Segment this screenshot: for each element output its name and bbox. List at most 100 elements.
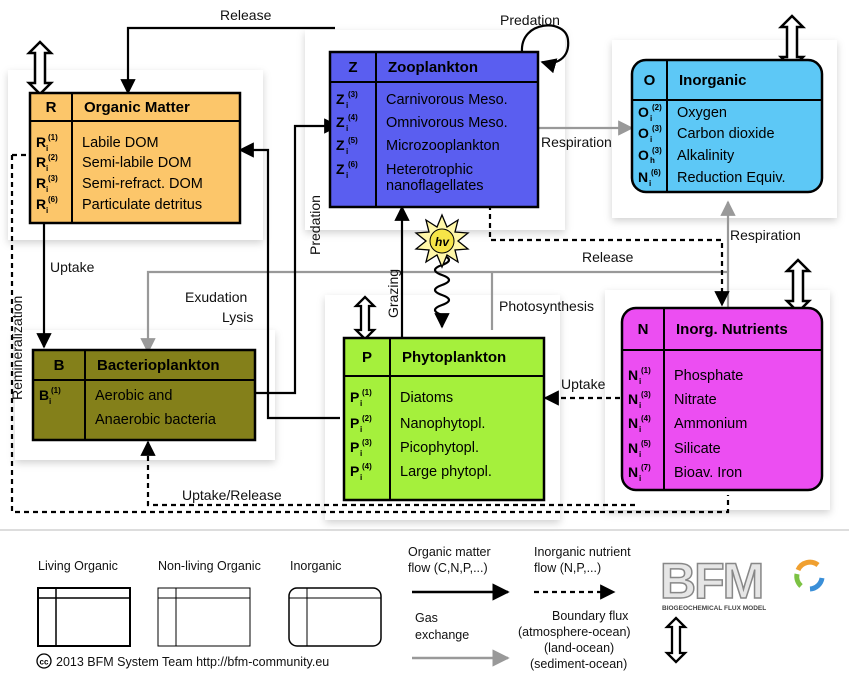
legend: Living Organic Non-living Organic Inorga… (0, 529, 849, 671)
label-exudation: Exudation (185, 289, 247, 305)
label-predation-loop: Predation (500, 12, 560, 28)
legend-living-organic: Living Organic (38, 559, 118, 573)
organic-row-superscript: (3) (48, 174, 58, 183)
phyto-row-label: Large phytopl. (400, 464, 492, 480)
inorganic-code: O (644, 72, 656, 89)
label-lysis: Lysis (222, 309, 253, 325)
boundary-arrow-organic (25, 40, 55, 96)
inorganic-title: Inorganic (679, 72, 747, 89)
nutrients-row-index: i (639, 401, 641, 410)
zoo-row-index: i (346, 171, 348, 180)
organic-row-label: Labile DOM (82, 135, 159, 151)
zoo-row-label-line2: nanoflagellates (386, 178, 484, 194)
boundary-arrow-inorganic (777, 14, 807, 70)
inorganic-row-symbol: O (638, 147, 649, 163)
bfm-logo: BFM BIOGEOCHEMICAL FLUX MODEL (659, 552, 825, 612)
organic-box-frame (28, 91, 242, 225)
zoo-row-index: i (346, 124, 348, 133)
inorganic-row-superscript: (2) (652, 103, 662, 112)
nutrients-row-symbol: N (628, 391, 638, 407)
nutrients-row-label: Nitrate (674, 392, 717, 408)
inorganic-row-symbol: O (638, 125, 649, 141)
nutrients-row-label: Ammonium (674, 416, 747, 432)
phyto-row-superscript: (2) (362, 414, 372, 423)
phyto-row-label: Diatoms (400, 390, 453, 406)
nutrients-row-symbol: N (628, 415, 638, 431)
nutrients-row-label: Bioav. Iron (674, 465, 742, 481)
organic-row-superscript: (1) (48, 133, 58, 142)
organic-row-index: i (46, 206, 48, 215)
zoo-row-symbol: Z (336, 114, 345, 130)
nutrients-row-symbol: N (628, 440, 638, 456)
label-uptake-nutrients: Uptake (561, 376, 606, 392)
zoo-row-index: i (346, 147, 348, 156)
phyto-row-index: i (360, 425, 362, 434)
legend-nonliving-organic-symbol (157, 587, 251, 647)
bfm-logo-subtitle: BIOGEOCHEMICAL FLUX MODEL (662, 605, 766, 612)
zoo-row-label: Microzooplankton (386, 138, 500, 154)
release-mid-arrow (488, 205, 730, 307)
inorganic-row-label: Reduction Equiv. (677, 170, 786, 186)
organic-row-superscript: (2) (48, 153, 58, 162)
copyright-icon: cc (36, 653, 52, 669)
zoo-row-label: Carnivorous Meso. (386, 92, 508, 108)
bacterio-row-label: Aerobic and (95, 388, 172, 404)
zoo-row-superscript: (6) (348, 160, 358, 169)
inorganic-row-label: Alkalinity (677, 148, 735, 164)
legend-boundary-line1: Boundary flux (552, 609, 629, 623)
phyto-box-frame (342, 336, 546, 502)
zoo-row-superscript: (4) (348, 113, 358, 122)
phyto-row-index: i (360, 473, 362, 482)
remineralization-arrow (10, 155, 730, 514)
zoo-code: Z (348, 59, 357, 76)
phyto-row-superscript: (4) (362, 462, 372, 471)
zoo-box-frame (328, 50, 540, 209)
nutrients-row-index: i (639, 377, 641, 386)
label-respiration-zoo: Respiration (541, 134, 612, 150)
legend-nonliving-organic: Non-living Organic (158, 559, 261, 573)
inorganic-row-index: i (650, 135, 652, 144)
organic-row-index: i (46, 185, 48, 194)
phyto-row-symbol: P (350, 439, 359, 455)
label-release-top: Release (220, 7, 272, 23)
phyto-row-index: i (360, 449, 362, 458)
organic-row-label: Semi-labile DOM (82, 155, 192, 171)
label-uptake: Uptake (50, 259, 95, 275)
copyright-text: 2013 BFM System Team http://bfm-communit… (56, 655, 329, 669)
nutrients-row-symbol: N (628, 367, 638, 383)
organic-title: Organic Matter (84, 99, 190, 116)
organic-code: R (46, 99, 57, 116)
nutrients-box-frame (620, 306, 824, 492)
bacterio-code: B (54, 357, 65, 374)
organic-row-symbol: R (36, 175, 46, 191)
svg-text:cc: cc (40, 658, 49, 667)
zoo-row-superscript: (3) (348, 90, 358, 99)
nutrients-row-symbol: N (628, 464, 638, 480)
label-predation-side: Predation (307, 195, 323, 255)
legend-inorganic: Inorganic (290, 559, 341, 573)
legend-gas-line1: Gas (415, 611, 438, 625)
phyto-row-label: Picophytopl. (400, 440, 479, 456)
zoo-row-index: i (346, 101, 348, 110)
nutrients-row-index: i (639, 474, 641, 483)
bacteria-to-zoo-arrow (255, 118, 340, 395)
inorganic-row-subscript: h (650, 156, 655, 165)
bacterio-row-symbol: B (39, 387, 49, 403)
bacterio-row-label-line2: Anaerobic bacteria (95, 412, 217, 428)
nutrients-row-superscript: (7) (641, 463, 651, 472)
inorganic-box-frame (630, 58, 824, 194)
legend-boundary-line4: (sediment-ocean) (530, 657, 627, 671)
phyto-row-superscript: (3) (362, 438, 372, 447)
organic-row-index: i (46, 164, 48, 173)
bacterio-row-superscript: (1) (51, 386, 61, 395)
zoo-title: Zooplankton (388, 59, 478, 76)
nutrients-row-index: i (639, 450, 641, 459)
zoo-row-symbol: Z (336, 161, 345, 177)
nutrients-title: Inorg. Nutrients (676, 321, 788, 338)
